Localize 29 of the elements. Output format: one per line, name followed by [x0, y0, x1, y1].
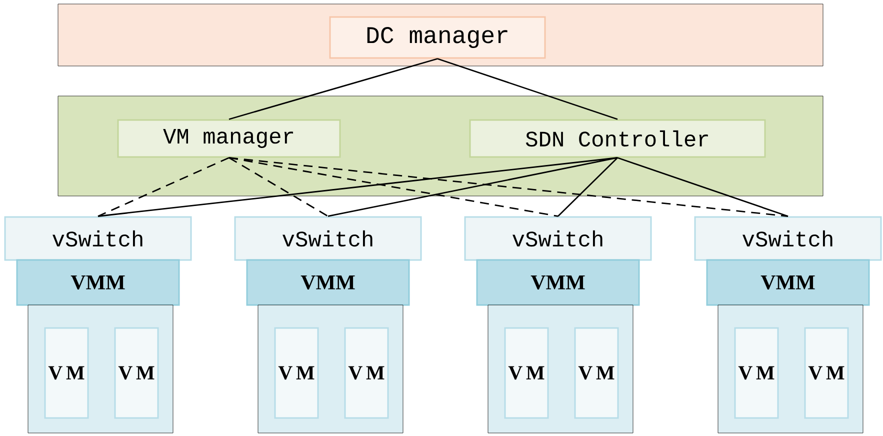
connector-line: [228, 157, 558, 217]
hypervisor-bar: VMM: [476, 259, 640, 306]
connector-line: [617, 157, 788, 217]
vm-box: V M: [504, 327, 549, 419]
connector-line: [228, 58, 438, 120]
connector-line: [437, 58, 618, 120]
manager-box: DC manager: [329, 16, 546, 59]
vm-box: V M: [44, 327, 89, 419]
switch-box: vSwitch: [464, 216, 652, 261]
hypervisor-bar: VMM: [16, 259, 180, 306]
connector-line: [328, 157, 618, 217]
switch-box: vSwitch: [694, 216, 882, 261]
connector-line: [98, 157, 230, 217]
manager-box: VM manager: [117, 119, 341, 158]
connector-line: [558, 157, 618, 217]
hypervisor-bar: VMM: [706, 259, 870, 306]
vm-box: V M: [574, 327, 619, 419]
vm-box: V M: [804, 327, 849, 419]
vm-box: V M: [274, 327, 319, 419]
controller-box: SDN Controller: [469, 119, 766, 158]
switch-box: vSwitch: [4, 216, 192, 261]
vm-box: V M: [734, 327, 779, 419]
switch-box: vSwitch: [234, 216, 422, 261]
connector-line: [228, 157, 328, 217]
vm-box: V M: [114, 327, 159, 419]
connector-line: [228, 157, 788, 217]
connector-line: [98, 157, 618, 217]
hypervisor-bar: VMM: [246, 259, 410, 306]
vm-box: V M: [344, 327, 389, 419]
